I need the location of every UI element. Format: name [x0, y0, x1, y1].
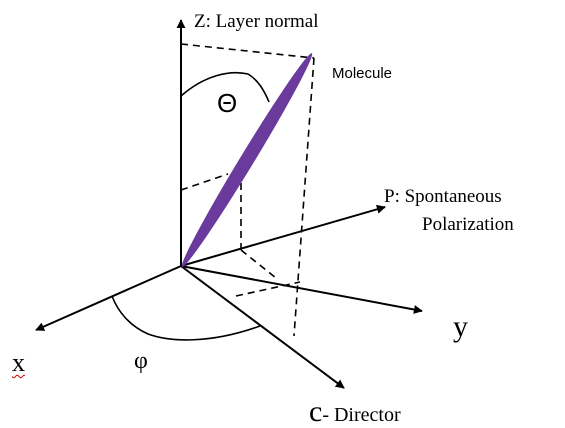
- c-director-label: c- Director: [309, 397, 401, 427]
- theta-label: Θ: [217, 88, 238, 118]
- phi-arc: [111, 295, 261, 341]
- phi-label: φ: [134, 348, 148, 374]
- molecule-ellipse: [181, 53, 313, 267]
- polarization-label-line2: Polarization: [422, 214, 514, 235]
- z-axis-label: Z: Layer normal: [194, 11, 319, 32]
- c-director-text: - Director: [322, 404, 401, 426]
- y-axis: [180, 265, 423, 314]
- c-director-axis: [180, 265, 345, 389]
- polarization-label-line1: P: Spontaneous: [384, 186, 502, 207]
- x-axis-label: x: [12, 348, 25, 377]
- molecule-label: Molecule: [332, 65, 393, 82]
- theta-arc: [180, 71, 270, 103]
- c-director-letter: c: [309, 395, 323, 428]
- x-axis: [35, 265, 182, 331]
- y-axis-label: y: [453, 310, 468, 343]
- dashed-guides: [180, 43, 315, 337]
- polarization-vector: [180, 204, 386, 267]
